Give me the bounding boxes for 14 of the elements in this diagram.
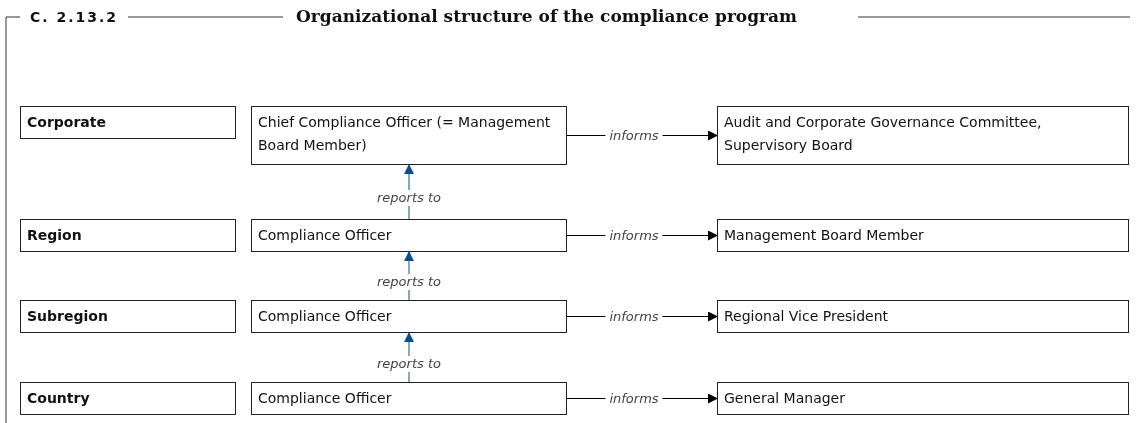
role-box: General Manager xyxy=(717,382,1129,415)
role-box: Compliance Officer xyxy=(251,382,567,415)
level-box: Region xyxy=(20,219,236,252)
figure-number: C. 2.13.2 xyxy=(30,8,119,26)
level-box: Corporate xyxy=(20,106,236,139)
role-box: Chief Compliance Officer (= Management Board Member) xyxy=(251,106,567,165)
role-box: Compliance Officer xyxy=(251,219,567,252)
role-box: Management Board Member xyxy=(717,219,1129,252)
title: Organizational structure of the compliance program xyxy=(296,5,798,27)
role-box: Compliance Officer xyxy=(251,300,567,333)
role-box: Regional Vice President xyxy=(717,300,1129,333)
role-box: Audit and Corporate Governance Committee, Supervisory Board xyxy=(717,106,1129,165)
level-box: Subregion xyxy=(20,300,236,333)
level-box: Country xyxy=(20,382,236,415)
